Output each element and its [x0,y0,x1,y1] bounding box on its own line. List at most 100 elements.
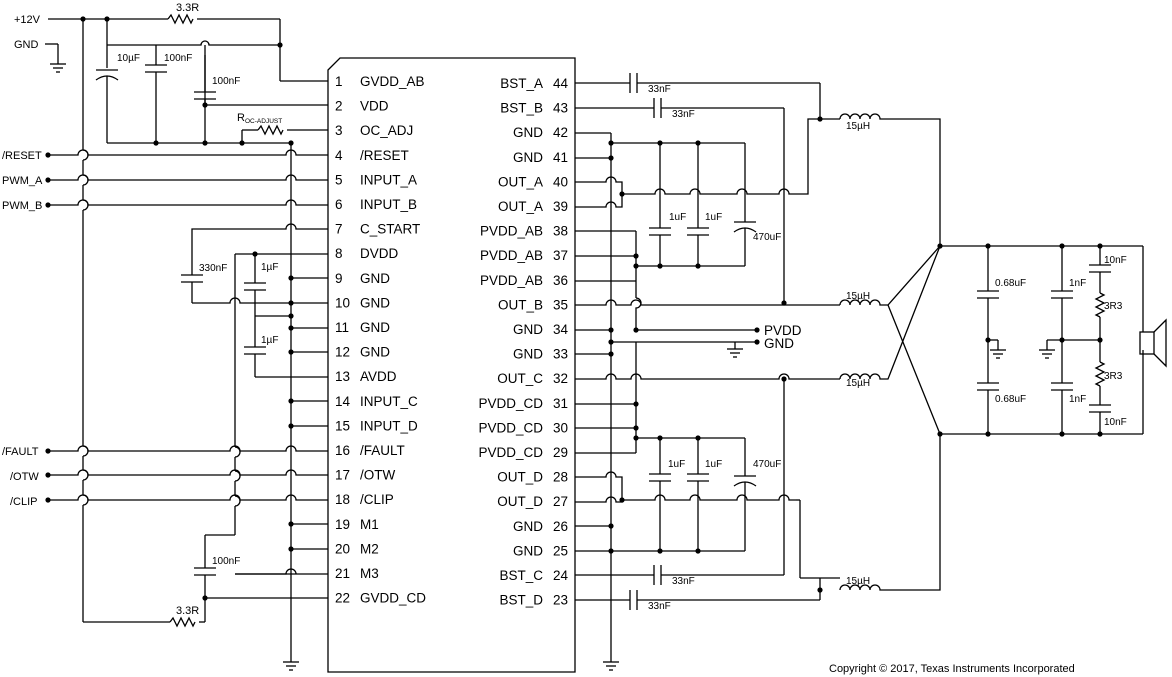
c-bst-b-label: 33nF [672,109,695,120]
rail-gnd-label: GND [764,336,794,351]
r-3r3-bot-label: 3R3 [1104,371,1123,382]
input-otw-label: /OTW [10,471,39,483]
pin-name: BST_D [499,593,543,608]
pin-name: GND [513,322,543,337]
pin-name: GND [360,345,390,360]
pin-number: 38 [553,224,568,239]
pin-number: 11 [335,320,349,335]
input-pwm-b-label: PWM_B [2,200,42,212]
pin-name: BST_A [500,76,543,91]
pin-name: PVDD_AB [480,248,543,263]
input-pwm-a-label: PWM_A [2,175,43,187]
r-oc-label: R [237,112,245,124]
pin-name: DVDD [360,246,399,261]
pin-number: 20 [335,541,350,556]
pin-number: 29 [553,445,568,460]
pin-number: 40 [553,174,568,189]
pin-number: 3 [335,123,343,138]
r-bottom-label: 3.3R [176,605,199,617]
gnd-label: GND [14,39,39,51]
pin-number: 35 [553,297,568,312]
pin-name: OUT_C [497,371,543,386]
c-1uf-cd2-label: 1uF [705,459,722,470]
pin-name: GND [360,320,390,335]
c-068-top-label: 0.68uF [995,278,1026,289]
pin-number: 17 [335,468,350,483]
pin-name: M2 [360,541,379,556]
pin-name: /CLIP [360,492,394,507]
pin-number: 39 [553,199,568,214]
c-470uf-cd-label: 470uF [753,459,781,470]
c-1uf-dvdd-label: 1µF [261,262,278,273]
pin-name: OC_ADJ [360,123,413,138]
pin-number: 12 [335,345,350,360]
pin-name: GND [360,271,390,286]
pin-number: 14 [335,394,351,409]
pin-number: 43 [553,101,568,116]
pin-name: OUT_D [497,470,543,485]
r-3r3-top-label: 3R3 [1104,301,1123,312]
supply-section: +12V 3.3R GND 10µF 100nF 1 [14,2,328,146]
pin-number: 26 [553,519,568,534]
pin-number: 2 [335,99,343,114]
pin-name: PVDD_AB [480,224,543,239]
pin-number: 22 [335,591,350,606]
pin-number: 31 [553,396,568,411]
c-1nf-top-label: 1nF [1069,278,1086,289]
l1-label: 15µH [846,121,870,132]
pin-number: 36 [553,273,568,288]
pin-name: M3 [360,566,379,581]
rail-pvdd-label: PVDD [764,323,802,338]
pin-number: 27 [553,494,568,509]
pin-number: 23 [553,593,568,608]
c-1uf-ab1-label: 1uF [669,212,686,223]
pin-number: 13 [335,369,350,384]
l4-label: 15µH [846,576,870,587]
pin-name: /FAULT [360,443,405,458]
pin-name: OUT_B [498,297,543,312]
c-100nf-a-label: 100nF [164,53,192,64]
pin-number: 33 [553,347,568,362]
pin-name: GVDD_AB [360,74,425,89]
pin-name: OUT_D [497,494,543,509]
c-1uf-avdd-label: 1µF [261,335,278,346]
pin-name: AVDD [360,369,397,384]
r-top-label: 3.3R [176,2,199,14]
input-clip-label: /CLIP [10,496,38,508]
pin-name: GND [513,125,543,140]
pin-number: 9 [335,271,343,286]
pin-number: 30 [553,420,568,435]
speaker-icon [1139,318,1167,368]
pin-name: INPUT_B [360,197,417,212]
pin-name: C_START [360,222,420,237]
pin-name: BST_C [499,568,543,583]
r-oc-sub-label: OC-ADJUST [245,118,282,125]
c-330nf-label: 330nF [199,263,227,274]
pin-name: INPUT_C [360,394,418,409]
c-470uf-ab-label: 470uF [753,232,781,243]
right-network: 33nF 33nF [575,73,1167,671]
pin-name: INPUT_A [360,172,417,187]
copyright-text: Copyright © 2017, Texas Instruments Inco… [829,663,1075,675]
pin-number: 34 [553,322,569,337]
pin-number: 8 [335,246,343,261]
pin-number: 16 [335,443,350,458]
pin-number: 24 [553,568,569,583]
c-1uf-cd1-label: 1uF [668,459,685,470]
c-068-bot-label: 0.68uF [995,394,1026,405]
pin-number: 32 [553,371,568,386]
pin-number: 1 [335,74,343,89]
pin-name: BST_B [500,101,543,116]
pin-number: 6 [335,197,343,212]
left-inputs: /RESET PWM_A PWM_B /FAULT /OTW /CLIP [2,149,328,508]
pin-number: 21 [335,566,350,581]
pin-name: GND [513,543,543,558]
pin-name: PVDD_AB [480,273,543,288]
pin-name: GND [513,519,543,534]
c-10nf-top-label: 10nF [1104,255,1127,266]
pin-name: GND [513,347,543,362]
pin-number: 4 [335,148,343,163]
c-1nf-bot-label: 1nF [1069,394,1086,405]
